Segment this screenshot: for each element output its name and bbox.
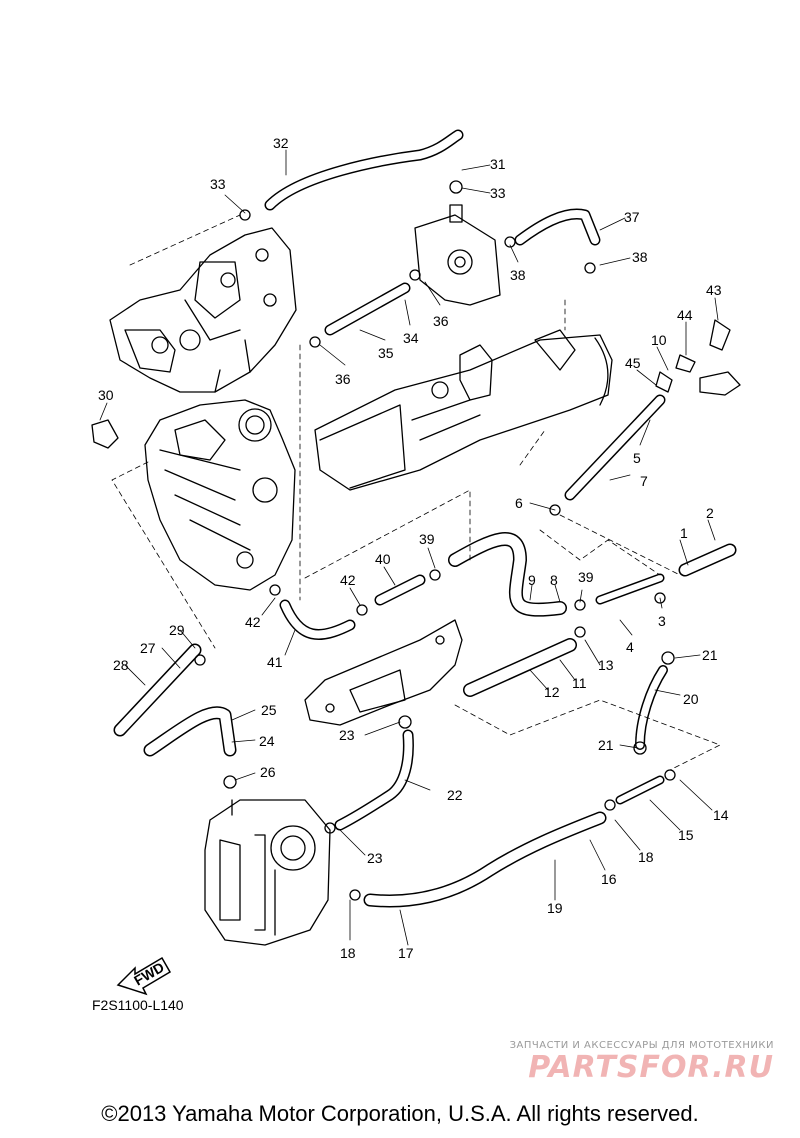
watermark: ЗАПЧАСТИ И АКСЕССУАРЫ ДЛЯ МОТОТЕХНИКИ PA… [510, 1040, 774, 1085]
hoses [113, 129, 737, 908]
callout-38b: 38 [510, 267, 526, 283]
figure-code: F2S1100-L140 [92, 997, 184, 1013]
exhaust-chamber [144, 399, 296, 591]
callout-23b: 23 [367, 850, 383, 866]
callouts: 1 2 3 4 5 6 7 8 9 10 11 12 13 14 15 16 1… [98, 135, 729, 961]
callout-12: 12 [544, 684, 560, 700]
watermark-logo: PARTSFOR.RU [528, 1050, 774, 1085]
callout-19: 19 [547, 900, 563, 916]
callout-15: 15 [678, 827, 694, 843]
callout-38: 38 [632, 249, 648, 265]
callout-45: 45 [625, 355, 641, 371]
callout-42: 42 [245, 614, 261, 630]
callout-11: 11 [572, 675, 587, 691]
callout-39b: 39 [578, 569, 594, 585]
callout-26: 26 [260, 764, 276, 780]
callout-2: 2 [706, 505, 714, 521]
callout-37: 37 [624, 209, 640, 225]
callout-1: 1 [680, 525, 688, 541]
water-box [204, 799, 331, 946]
callout-43: 43 [706, 282, 722, 298]
callout-36b: 36 [335, 371, 351, 387]
leader-lines [99, 149, 719, 946]
callout-17: 17 [398, 945, 414, 961]
callout-27: 27 [140, 640, 156, 656]
watermark-tagline: ЗАПЧАСТИ И АКСЕССУАРЫ ДЛЯ МОТОТЕХНИКИ [509, 1040, 774, 1051]
callout-18: 18 [340, 945, 356, 961]
callout-10: 10 [651, 332, 667, 348]
reference-lines [111, 214, 721, 771]
callout-21b: 21 [598, 737, 614, 753]
exhaust-manifold [109, 227, 297, 393]
muffler-plate [304, 619, 463, 726]
callout-40: 40 [375, 551, 391, 567]
callout-25: 25 [261, 702, 277, 718]
callout-35: 35 [378, 345, 394, 361]
callout-23: 23 [339, 727, 355, 743]
thermostat-housing [414, 204, 501, 306]
callout-9: 9 [528, 572, 536, 588]
callout-28: 28 [113, 657, 129, 673]
callout-20: 20 [683, 691, 699, 707]
fittings [91, 180, 741, 901]
callout-4: 4 [626, 639, 634, 655]
callout-33b: 33 [490, 185, 506, 201]
callout-5: 5 [633, 450, 641, 466]
callout-31: 31 [490, 156, 506, 172]
fwd-arrow: FWD [116, 956, 172, 996]
exhaust-pipe-body [314, 329, 613, 491]
callout-24: 24 [259, 733, 275, 749]
callout-44: 44 [677, 307, 693, 323]
copyright-notice: ©2013 Yamaha Motor Corporation, U.S.A. A… [101, 1101, 699, 1126]
callout-34: 34 [403, 330, 419, 346]
callout-13: 13 [598, 657, 614, 673]
callout-3: 3 [658, 613, 666, 629]
callout-30: 30 [98, 387, 114, 403]
callout-6: 6 [515, 495, 523, 511]
callout-32: 32 [273, 135, 289, 151]
callout-14: 14 [713, 807, 729, 823]
callout-39: 39 [419, 531, 435, 547]
callout-16: 16 [601, 871, 617, 887]
callout-33: 33 [210, 176, 226, 192]
callout-22: 22 [447, 787, 463, 803]
callout-21: 21 [702, 647, 718, 663]
callout-41: 41 [267, 654, 283, 670]
callout-29: 29 [169, 622, 185, 638]
callout-8: 8 [550, 572, 558, 588]
callout-18b: 18 [638, 849, 654, 865]
callout-7: 7 [640, 473, 648, 489]
callout-36: 36 [433, 313, 449, 329]
callout-42b: 42 [340, 572, 356, 588]
